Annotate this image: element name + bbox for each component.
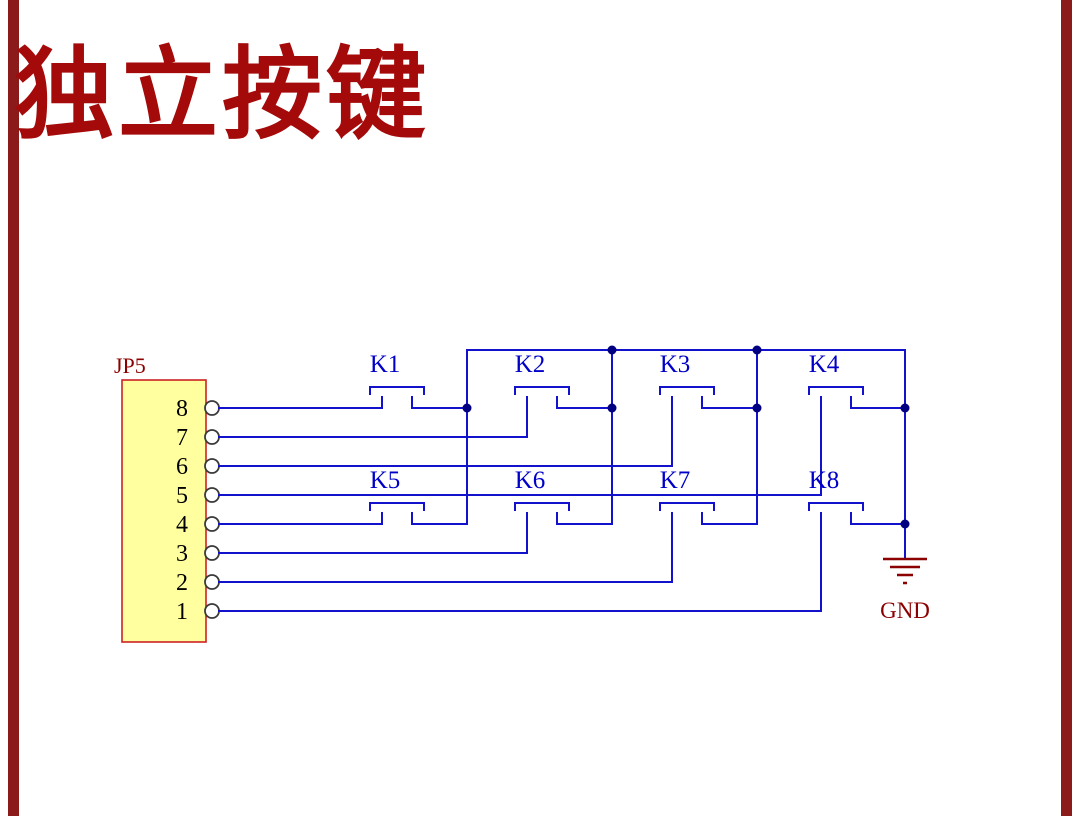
connector-jp5: JP5 8 7 6 5 4 3 2 1 bbox=[114, 353, 220, 643]
pin-circle-3 bbox=[204, 545, 220, 561]
pin-number-5: 5 bbox=[176, 483, 188, 509]
button-label-k4: K4 bbox=[809, 351, 840, 378]
junction-dot bbox=[900, 403, 910, 413]
button-symbol-k2 bbox=[514, 386, 570, 409]
gnd-symbol-group: GND bbox=[880, 557, 930, 623]
gnd-symbol bbox=[883, 557, 927, 585]
pin-circle-7 bbox=[204, 429, 220, 445]
pin-terminals bbox=[204, 400, 220, 619]
pin-number-4: 4 bbox=[176, 512, 188, 538]
button-symbol-k4 bbox=[808, 386, 864, 409]
pin-circle-1 bbox=[204, 603, 220, 619]
gnd-label-group: GND bbox=[880, 598, 930, 623]
junction-dot bbox=[462, 403, 472, 413]
button-symbol-k7 bbox=[659, 502, 715, 525]
right-border-bar bbox=[1061, 0, 1072, 816]
gnd-label: GND bbox=[880, 598, 930, 623]
button-label-k1: K1 bbox=[370, 351, 401, 378]
button-symbol-k8 bbox=[808, 502, 864, 525]
pin-numbers: 8 7 6 5 4 3 2 1 bbox=[176, 396, 188, 625]
connector-label-group: JP5 bbox=[114, 353, 146, 378]
connector-label: JP5 bbox=[114, 353, 146, 378]
junction-dot bbox=[752, 345, 762, 355]
pin-circle-2 bbox=[204, 574, 220, 590]
connector-body bbox=[121, 379, 207, 643]
pin-number-2: 2 bbox=[176, 570, 188, 596]
button-symbol-k6 bbox=[514, 502, 570, 525]
pin-circle-6 bbox=[204, 458, 220, 474]
pin-circle-5 bbox=[204, 487, 220, 503]
pin-number-8: 8 bbox=[176, 396, 188, 422]
pin-number-3: 3 bbox=[176, 541, 188, 567]
pin-circle-8 bbox=[204, 400, 220, 416]
junction-dots bbox=[462, 345, 910, 529]
button-symbol-k3 bbox=[659, 386, 715, 409]
junction-dot bbox=[607, 403, 617, 413]
button-label-k3: K3 bbox=[660, 351, 691, 378]
button-label-k2: K2 bbox=[515, 351, 546, 378]
pin-circle-4 bbox=[204, 516, 220, 532]
wire-net bbox=[218, 349, 906, 612]
button-label-k6: K6 bbox=[515, 467, 546, 494]
junction-dot bbox=[900, 519, 910, 529]
pin-number-7: 7 bbox=[176, 425, 188, 451]
left-border-bar bbox=[8, 0, 19, 816]
button-label-k7: K7 bbox=[660, 467, 691, 494]
button-label-k8: K8 bbox=[809, 467, 840, 494]
page-title: 独立按键 bbox=[14, 36, 430, 153]
pin-number-6: 6 bbox=[176, 454, 188, 480]
pin-number-1: 1 bbox=[176, 599, 188, 625]
button-label-k5: K5 bbox=[370, 467, 401, 494]
button-symbol-k1 bbox=[369, 386, 425, 409]
junction-dot bbox=[752, 403, 762, 413]
button-labels: K1 K2 K3 K4 K5 K6 K7 K8 bbox=[370, 351, 840, 494]
junction-dot bbox=[607, 345, 617, 355]
gnd-bars bbox=[883, 557, 927, 585]
button-symbol-k5 bbox=[369, 502, 425, 525]
